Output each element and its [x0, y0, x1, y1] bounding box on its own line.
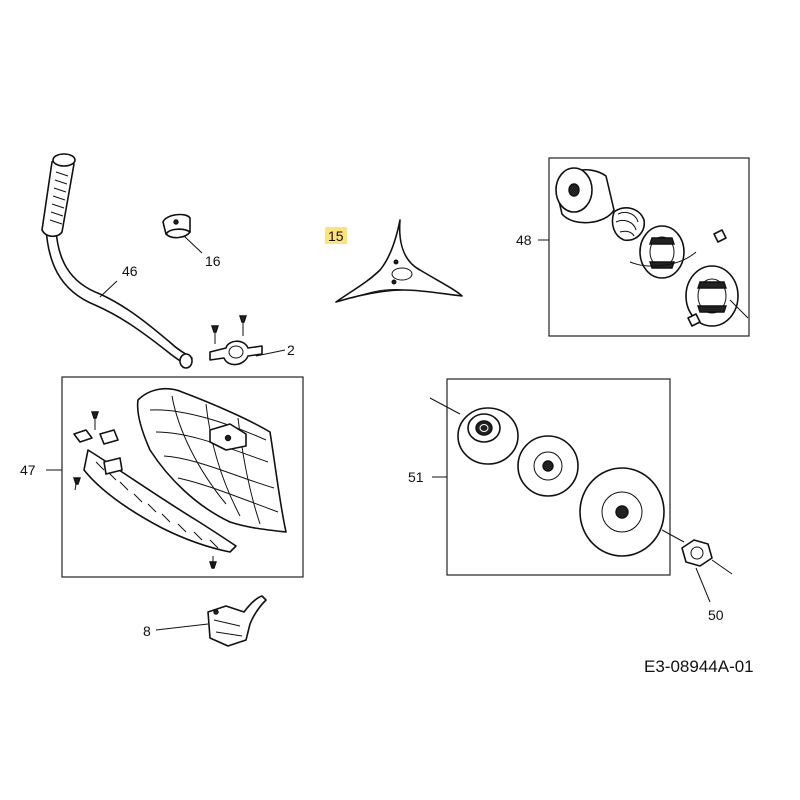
frame-47 — [61, 376, 304, 578]
diagram-code: E3-08944A-01 — [644, 657, 754, 676]
part-48-trimmer-head — [555, 167, 749, 327]
part-47-guard — [73, 387, 287, 569]
leader-8 — [155, 623, 209, 631]
part-50-nut — [681, 539, 733, 575]
label-46: 46 — [122, 263, 138, 279]
label-50: 50 — [708, 607, 724, 623]
frame-48 — [548, 157, 750, 337]
part-15-blade — [335, 219, 463, 303]
label-8: 8 — [143, 623, 151, 639]
part-51-washers — [429, 397, 685, 557]
label-16: 16 — [205, 253, 221, 269]
leader-16 — [183, 235, 203, 254]
part-8-bracket — [207, 595, 267, 647]
leader-50 — [695, 567, 711, 603]
part-46-handle — [41, 153, 193, 369]
leader-2 — [255, 349, 286, 357]
label-15-highlight — [325, 227, 347, 244]
part-2-clamp — [209, 315, 263, 366]
label-48: 48 — [516, 232, 532, 248]
leader-46 — [99, 280, 118, 298]
label-2: 2 — [287, 342, 295, 358]
label-51: 51 — [408, 469, 424, 485]
label-47: 47 — [20, 462, 36, 478]
part-16-clamp — [162, 213, 191, 239]
label-15: 15 — [328, 228, 344, 244]
